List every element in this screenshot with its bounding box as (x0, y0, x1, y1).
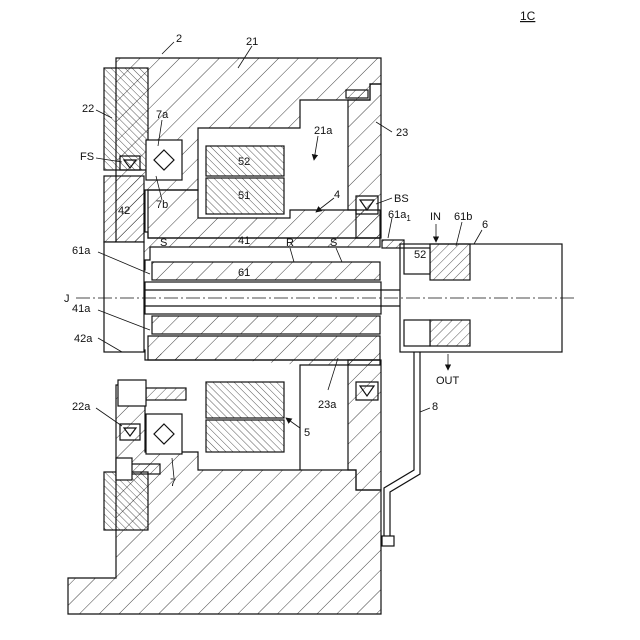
bearing-7a-box (146, 140, 182, 180)
label-j: J (64, 293, 70, 305)
label-61b: 61b (454, 211, 472, 223)
label-7b: 7b (156, 199, 168, 211)
pipe-8 (384, 352, 420, 540)
leader-s-right (336, 248, 342, 262)
part-42-lower (104, 242, 144, 352)
label-out: OUT (436, 375, 460, 387)
bearing-7-box (146, 414, 182, 454)
label-41: 41 (238, 235, 250, 247)
flange-22-lower (104, 472, 148, 530)
flange-22 (104, 68, 148, 170)
label-21a: 21a (314, 125, 333, 137)
label-51: 51 (238, 190, 250, 202)
leader-r (290, 248, 294, 262)
label-s-left: S (160, 237, 167, 249)
port-block-lower (430, 320, 470, 346)
label-bs: BS (394, 193, 409, 205)
arrow-5 (286, 418, 300, 428)
label-r: R (286, 237, 294, 249)
label-42: 42 (118, 205, 130, 217)
label-4: 4 (334, 189, 340, 201)
magnet-lower-a (206, 382, 284, 418)
label-42a: 42a (74, 333, 93, 345)
label-2: 2 (176, 33, 182, 45)
label-61: 61 (238, 267, 250, 279)
label-22a: 22a (72, 401, 91, 413)
shaft-61 (152, 262, 380, 280)
label-22: 22 (82, 103, 94, 115)
label-in: IN (430, 211, 441, 223)
label-61a: 61a (72, 245, 91, 257)
magnet-lower-b (206, 420, 284, 452)
port-block-upper (430, 244, 470, 280)
bolt-head-lower (116, 458, 132, 480)
label-5: 5 (304, 427, 310, 439)
bolt-61a1 (382, 240, 404, 248)
arrow-21a (314, 136, 318, 160)
seal-lower (404, 320, 430, 346)
figure-ref: 1C (520, 9, 536, 23)
label-52: 52 (238, 156, 250, 168)
label-fs: FS (80, 151, 94, 163)
label-41a: 41a (72, 303, 91, 315)
bolt-left (146, 388, 186, 400)
bolt-head-left (118, 380, 146, 406)
label-7: 7 (170, 477, 176, 489)
leader-6 (474, 230, 482, 244)
label-s-right: S (330, 237, 337, 249)
bolt-top (346, 90, 368, 98)
label-21: 21 (246, 36, 258, 48)
label-23a: 23a (318, 399, 337, 411)
bolt-lower (130, 464, 160, 474)
label-61a1: 61a1 (388, 209, 411, 223)
rotor-41-lower (148, 336, 380, 360)
label-7a: 7a (156, 109, 169, 121)
label-23: 23 (396, 127, 408, 139)
pipe-8-end (382, 536, 394, 546)
leader-8 (420, 408, 430, 412)
leader-61b (456, 222, 462, 246)
label-52-port: 52 (414, 249, 426, 261)
label-8: 8 (432, 401, 438, 413)
label-6: 6 (482, 219, 488, 231)
leader-2 (162, 42, 174, 54)
shaft-61-lower (152, 316, 380, 334)
cover-23-lower (348, 360, 381, 490)
leader-61a1 (388, 218, 392, 238)
